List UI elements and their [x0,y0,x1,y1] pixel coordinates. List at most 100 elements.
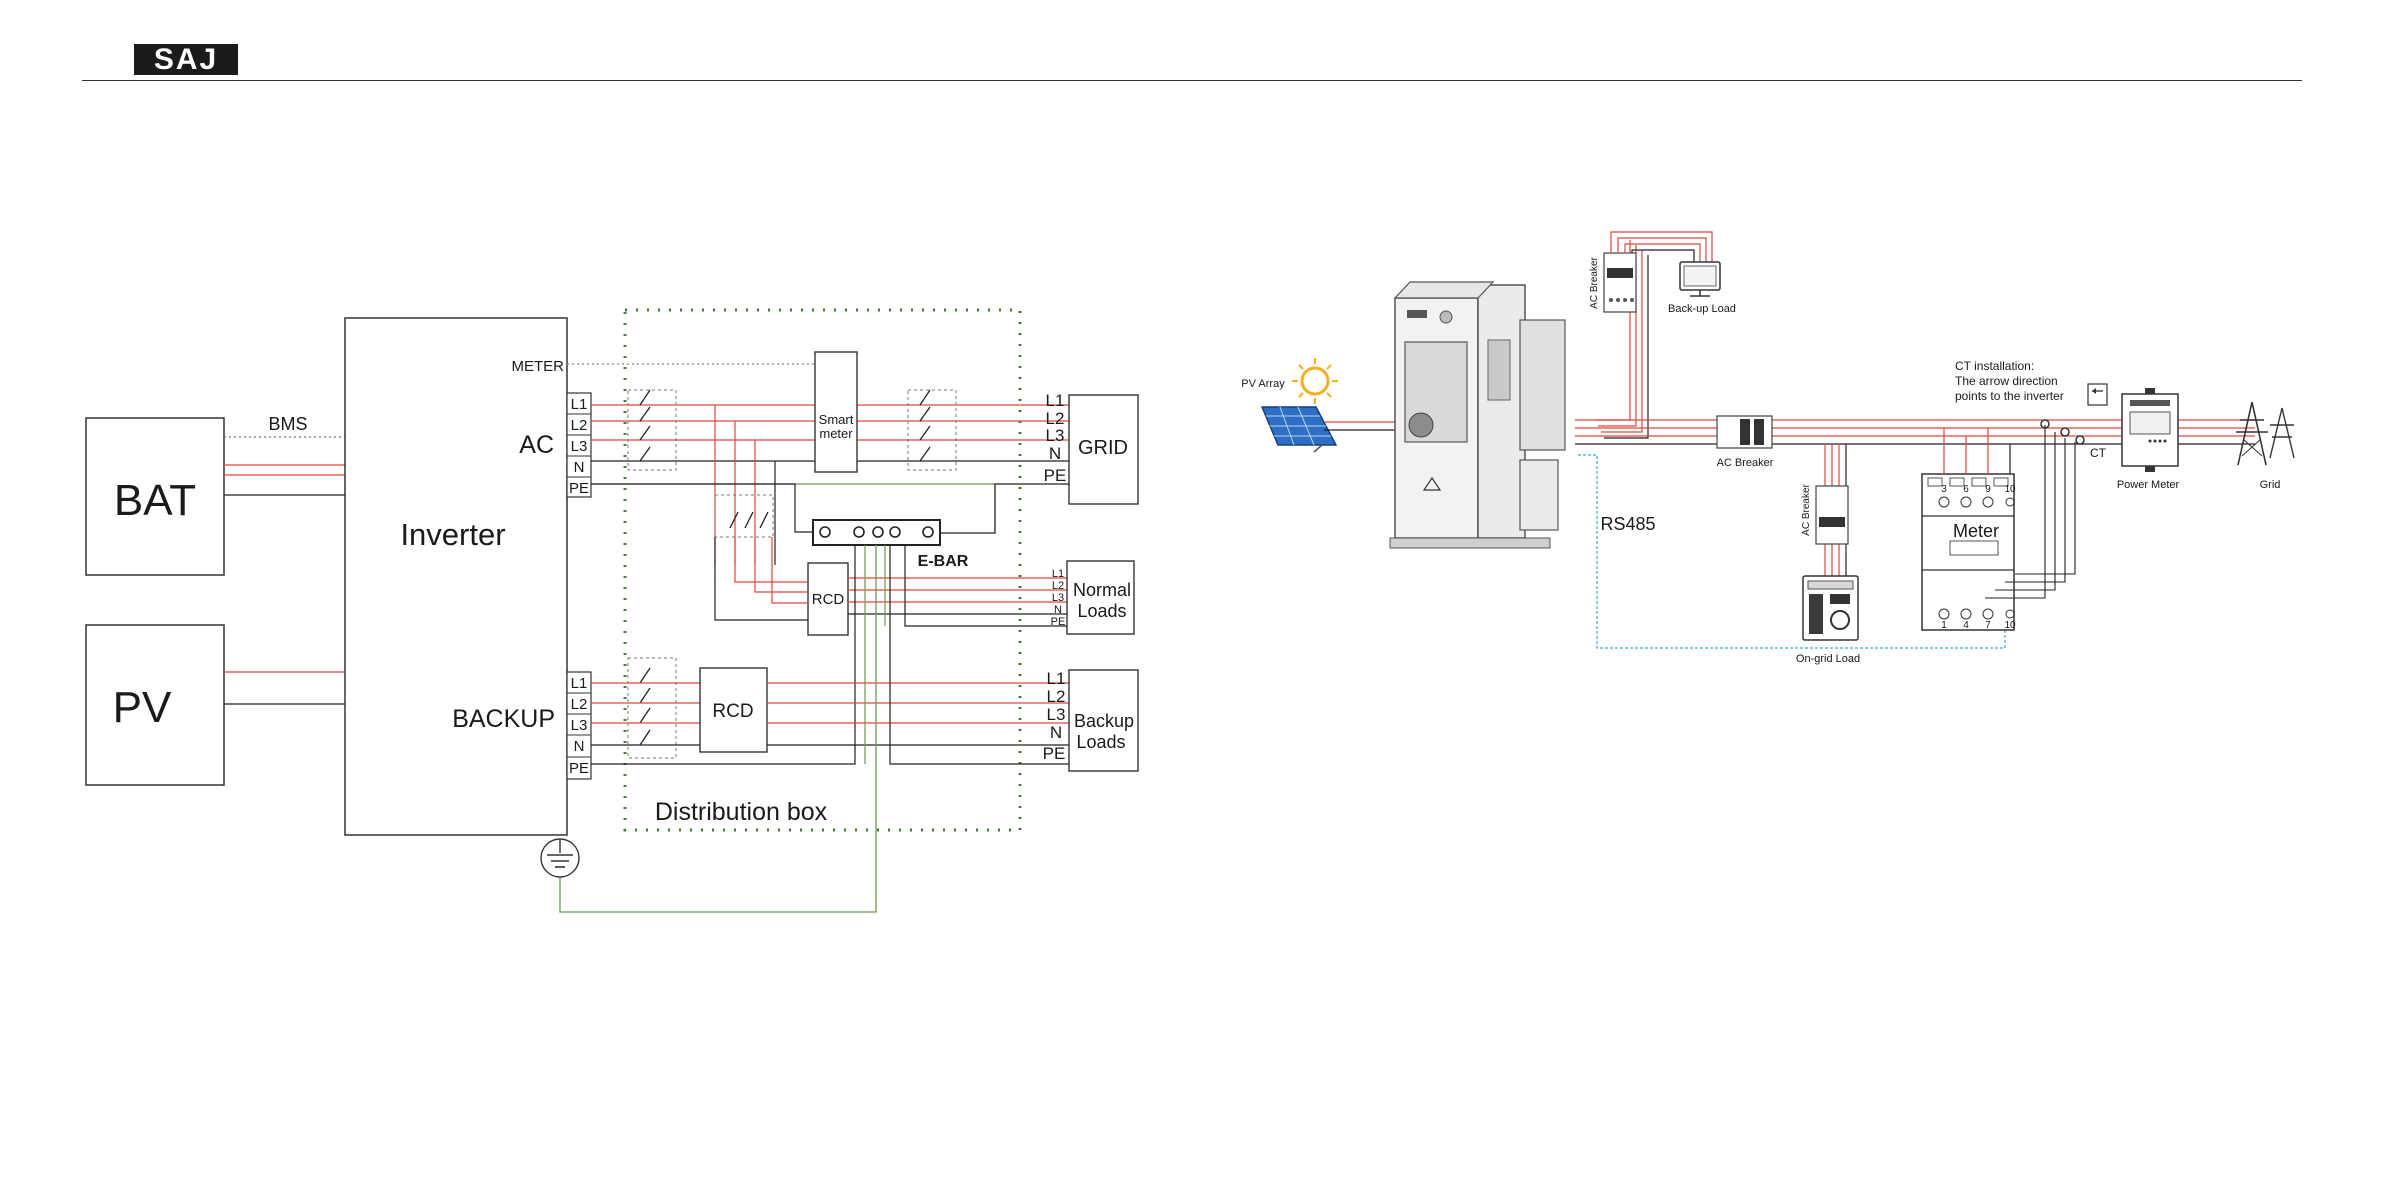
grid-tower-icon [2236,401,2295,466]
grid-label-right: Grid [2260,479,2281,491]
distribution-box-border [623,308,1022,832]
normal-loads-box [1066,560,1135,635]
ct-note-line-3: points to the inverter [1955,389,2064,403]
backup-load-terminal-pe: PE [1043,744,1066,763]
grid-terminal-n: N [1049,444,1061,463]
ac-terminal-l2: L2 [571,417,588,434]
ac-terminal-n: N [574,459,585,476]
ac-terminal-l1: L1 [571,396,588,413]
rcd-normal-feed [714,537,808,621]
ct-sense-wires [1985,425,2076,599]
meter-top-terminal-9: 9 [1985,484,1991,495]
rcd-backup-box [699,667,768,753]
smart-meter-label-2: meter [819,426,853,441]
backup-terminal-l2: L2 [571,696,588,713]
ac-breaker-vertical-icon [1815,485,1849,545]
grid-breaker [907,389,957,471]
ct-direction-icon [2087,383,2108,406]
pv-array-label: PV Array [1241,378,1285,390]
smart-meter-box [814,351,858,473]
backup-load-wires [1610,231,1713,262]
right-wiring-diagram: PV Array [1241,231,2295,665]
page-header: SAJ [0,0,2381,90]
sun-icon [1292,358,1338,404]
backup-load-terminal-l1: L1 [1047,669,1066,688]
smart-meter-label-1: Smart [819,412,854,427]
meter-label: Meter [1953,521,1999,541]
backup-terminal-l1: L1 [571,675,588,692]
backup-loads-box [1068,669,1139,772]
rcd-backup-label: RCD [712,701,753,722]
grid-terminal-l1: L1 [1046,391,1065,410]
normal-terminal-l2: L2 [1052,580,1064,592]
meter-feed-wires [1943,428,2011,474]
normal-terminal-pe: PE [1051,616,1066,628]
normal-loads-feed [714,405,776,565]
ebar-pe-link [591,483,813,533]
ac-label: AC [519,431,554,459]
normal-terminal-l3: L3 [1052,592,1064,604]
meter-bottom-terminal-4: 4 [1963,620,1969,631]
ct-label: CT [2090,446,2107,460]
backup-load-monitor-icon [1679,261,1721,297]
backup-terminal-n: N [574,738,585,755]
backup-load-terminal-n: N [1050,723,1062,742]
normal-loads-label-1: Normal [1073,580,1131,600]
meter-bottom-terminal-1: 1 [1941,620,1947,631]
meter-bottom-terminal-10: 10 [2004,620,2016,631]
backup-load-terminal-l3: L3 [1047,705,1066,724]
meter-icon [1921,473,2015,631]
ct-sensor-icon [2040,419,2085,445]
meter-port-label: METER [512,358,565,375]
bms-label: BMS [268,414,307,434]
solar-panel-icon [1260,406,1338,453]
header-rule [82,80,2302,81]
earth-wires [559,545,886,913]
grid-terminal-pe: PE [1044,466,1067,485]
grid-box [1068,394,1139,505]
ac-terminal-pe: PE [569,480,589,497]
brand-logo: SAJ [134,44,238,75]
ac-breaker-vertical-label: AC Breaker [1801,483,1812,535]
pv-box [85,624,225,786]
backup-terminal-l3: L3 [571,717,588,734]
meter-top-terminal-6: 6 [1963,484,1969,495]
rs485-line [1578,454,2006,649]
backup-label: BACKUP [452,705,555,733]
inverter-box [344,317,568,836]
backup-loads-wires [767,545,1069,765]
meter-top-terminal-10: 10 [2004,484,2016,495]
ac-breaker-top-icon [1603,252,1637,313]
backup-load-label: Back-up Load [1668,303,1736,315]
ground-icon [540,838,580,878]
power-meter-label: Power Meter [2117,479,2180,491]
ongrid-load-washer-icon [1802,575,1859,641]
left-wiring-diagram: BAT PV BMS Inverter METER AC BACKUP L1 [85,308,1139,913]
backup-breaker [627,657,677,759]
ac-terminal-block: L1 L2 L3 N PE [566,392,592,498]
normal-loads-label-2: Loads [1077,601,1126,621]
rs485-label: RS485 [1600,514,1655,534]
ct-note-line-1: CT installation: [1955,359,2034,373]
backup-loads-label-1: Backup [1074,711,1134,731]
grid-pe-wire [940,483,1069,534]
meter-bottom-terminal-7: 7 [1985,620,1991,631]
ac-terminal-l3: L3 [571,438,588,455]
backup-terminal-block: L1 L2 L3 N PE [566,671,592,780]
backup-terminal-pe: PE [569,760,589,777]
rcd-normal-box [807,562,849,636]
grid-label: GRID [1078,437,1128,459]
grid-terminal-l2: L2 [1046,409,1065,428]
backup-loads-label-2: Loads [1076,732,1125,752]
ac-breaker-mid-label: AC Breaker [1717,457,1774,469]
ac-main-breaker [627,389,677,471]
ct-note-line-2: The arrow direction [1955,374,2058,388]
grid-terminal-l3: L3 [1046,426,1065,445]
pv-label: PV [113,683,172,732]
ac-breaker-mid-icon [1716,415,1773,449]
ac-breaker-top-label: AC Breaker [1589,256,1600,308]
bat-box [85,417,225,576]
meter-top-terminal-3: 3 [1941,484,1947,495]
normal-terminal-n: N [1054,604,1062,616]
